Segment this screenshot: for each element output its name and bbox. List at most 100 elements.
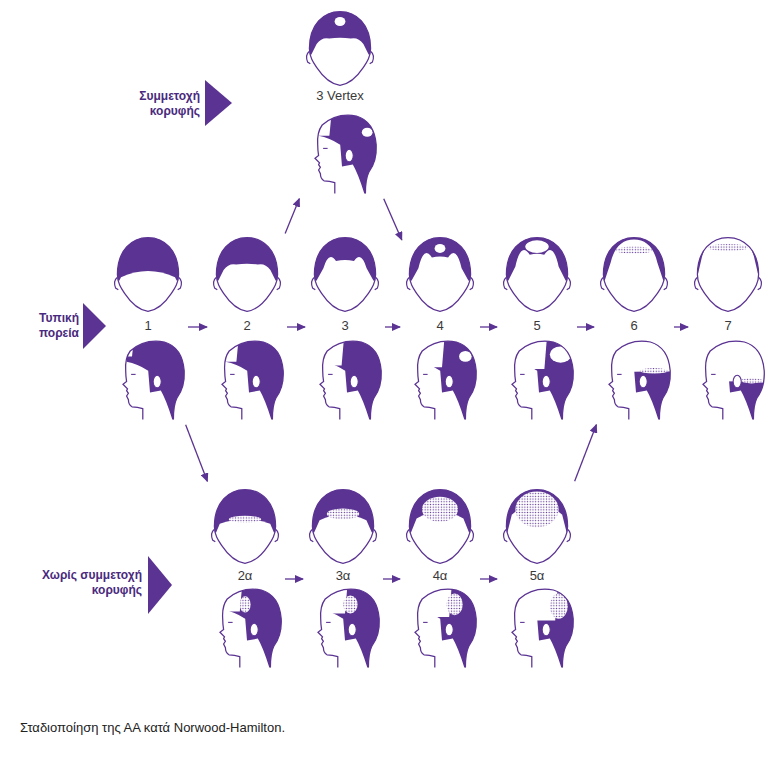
- hair-group: [204, 324, 285, 423]
- head-top-view: [112, 234, 184, 311]
- bald-area: [525, 240, 548, 253]
- hair-group: [112, 234, 184, 284]
- hair-group: [300, 572, 381, 671]
- stage-node: 3α: [306, 484, 380, 674]
- bald-area: [362, 128, 373, 137]
- head-side-view: [302, 324, 383, 423]
- stage-arrow: [480, 578, 497, 579]
- thinning-area: [343, 595, 357, 613]
- head-outline: [314, 238, 375, 312]
- head-side-view: [494, 324, 575, 423]
- eye: [228, 622, 233, 623]
- bald-area: [550, 347, 572, 363]
- eye: [617, 374, 622, 375]
- bald-area: [409, 253, 470, 284]
- hair-group: [304, 8, 376, 58]
- stage-node: 3: [308, 232, 382, 422]
- ear: [733, 375, 741, 388]
- stage-number: 4: [403, 318, 477, 333]
- head-outline: [309, 12, 370, 86]
- bald-area: [240, 596, 251, 612]
- bald-area: [202, 572, 243, 612]
- bald-area: [422, 497, 458, 522]
- hair-group: [105, 324, 186, 423]
- ear: [348, 623, 356, 636]
- hair-group: [209, 486, 281, 536]
- stage-node: 4α: [403, 484, 477, 674]
- pointer-triangle: [205, 80, 232, 126]
- thinning-area: [515, 491, 558, 527]
- head-outline: [220, 589, 281, 667]
- bald-area: [435, 244, 446, 253]
- caption-holder: Σταδιοποίηση της ΑΑ κατά Norwood-Hamilto…: [20, 720, 285, 736]
- hair-group: [494, 324, 575, 423]
- ear: [445, 623, 453, 636]
- head-outline: [222, 341, 283, 419]
- bald-area: [447, 594, 463, 616]
- hair-group: [309, 234, 381, 284]
- stage-number: 1: [111, 318, 185, 333]
- hair-group: [307, 486, 379, 536]
- hair: [127, 341, 187, 423]
- pathway-label: Τυπική πορεία: [7, 311, 79, 341]
- head-outline: [216, 238, 277, 312]
- stage-number: 3 Vertex: [297, 88, 383, 103]
- pointer-triangle: [148, 556, 172, 614]
- stage-arrow: [575, 425, 597, 481]
- hair-group: [591, 324, 690, 423]
- ear: [542, 375, 550, 388]
- head-top-view: [309, 234, 381, 311]
- bald-area: [297, 98, 333, 136]
- bald-area: [640, 368, 669, 373]
- bald-area: [309, 38, 370, 59]
- stage-arrow: [385, 326, 400, 327]
- head-top-view: [598, 234, 670, 311]
- head-side-view: [397, 572, 478, 671]
- ear: [252, 375, 260, 388]
- bald-area: [343, 595, 357, 613]
- head-top-view: [501, 234, 573, 311]
- stage-arrow: [285, 578, 303, 579]
- label-holder: Συμμετοχή κορυφής: [110, 89, 200, 119]
- ear: [542, 623, 550, 636]
- stage-number: 7: [691, 318, 765, 333]
- head-outline: [506, 490, 567, 564]
- eye: [230, 374, 235, 375]
- bald-area: [591, 324, 690, 374]
- head-outline: [603, 238, 664, 312]
- stage-node: 5: [500, 232, 574, 422]
- stage-number: 4α: [403, 568, 477, 583]
- ear: [639, 375, 647, 388]
- head-outline: [409, 238, 470, 312]
- bald-area: [685, 324, 768, 385]
- head-side-view: [397, 324, 478, 423]
- head-outline: [506, 238, 567, 312]
- head-top-view: [307, 486, 379, 563]
- stage-node: 1: [111, 232, 185, 422]
- head-outline: [609, 341, 670, 419]
- eye: [328, 374, 333, 375]
- hair-group: [297, 98, 378, 197]
- head-illustrations: [105, 8, 768, 671]
- head-outline: [117, 238, 178, 312]
- eye: [520, 374, 525, 375]
- hair-group: [501, 234, 573, 284]
- head-top-view: [404, 234, 476, 311]
- stage-number: 2α: [208, 568, 282, 583]
- head-outline: [315, 115, 376, 193]
- bald-area: [117, 271, 178, 285]
- thinning-area: [422, 497, 458, 522]
- bald-area: [314, 257, 375, 284]
- eye: [423, 374, 428, 375]
- thinning-area: [240, 596, 251, 612]
- hair-group: [598, 234, 670, 284]
- bald-area: [335, 17, 346, 26]
- stage-arrow: [186, 425, 208, 481]
- bald-area: [229, 516, 261, 523]
- head-outline: [214, 490, 275, 564]
- head-top-view: [404, 486, 476, 563]
- head-top-view: [211, 234, 283, 311]
- stage-node: 7: [691, 232, 765, 422]
